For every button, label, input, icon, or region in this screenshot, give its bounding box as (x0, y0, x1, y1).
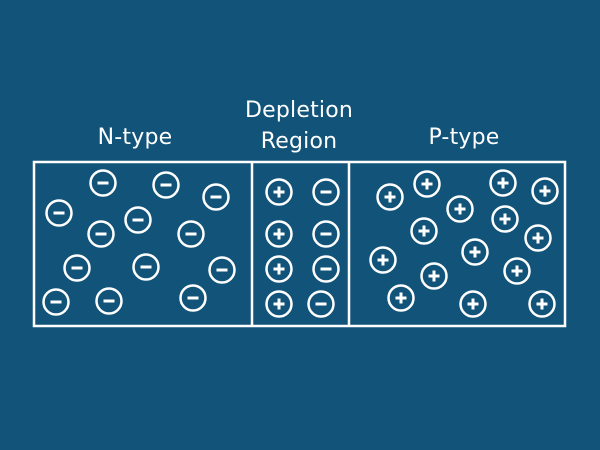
depletion-negative-charge-icon (312, 220, 340, 248)
depletion-positive-charge-icon (265, 178, 293, 206)
n-type-negative-charge-icon (202, 183, 230, 211)
depletion-positive-charge-icon (265, 290, 293, 318)
n-type-negative-charge-icon (42, 288, 70, 316)
p-type-positive-charge-icon (413, 170, 441, 198)
depletion-region-label-line2: Region (260, 129, 338, 154)
charge-layer (42, 169, 559, 318)
p-type-positive-charge-icon (528, 290, 556, 318)
depletion-region-label-line1: Depletion (244, 98, 354, 123)
n-type-negative-charge-icon (132, 253, 160, 281)
p-type-positive-charge-icon (446, 195, 474, 223)
junction-outline (32, 160, 567, 328)
n-type-negative-charge-icon (95, 287, 123, 315)
p-type-positive-charge-icon (420, 262, 448, 290)
p-type-positive-charge-icon (459, 290, 487, 318)
n-type-negative-charge-icon (89, 169, 117, 197)
p-type-positive-charge-icon (387, 284, 415, 312)
n-type-negative-charge-icon (124, 206, 152, 234)
n-type-label: N-type (97, 125, 173, 150)
n-type-negative-charge-icon (45, 199, 73, 227)
depletion-positive-charge-icon (265, 255, 293, 283)
n-type-negative-charge-icon (152, 171, 180, 199)
n-type-negative-charge-icon (87, 220, 115, 248)
depletion-negative-charge-icon (312, 255, 340, 283)
p-type-positive-charge-icon (489, 169, 517, 197)
n-type-negative-charge-icon (177, 220, 205, 248)
n-type-negative-charge-icon (179, 284, 207, 312)
p-type-positive-charge-icon (376, 183, 404, 211)
n-type-negative-charge-icon (63, 254, 91, 282)
n-type-negative-charge-icon (208, 256, 236, 284)
depletion-positive-charge-icon (265, 220, 293, 248)
depletion-negative-charge-icon (312, 178, 340, 206)
p-type-positive-charge-icon (369, 246, 397, 274)
p-type-positive-charge-icon (524, 224, 552, 252)
p-type-positive-charge-icon (461, 238, 489, 266)
depletion-negative-charge-icon (307, 290, 335, 318)
p-type-label: P-type (428, 125, 500, 150)
p-type-positive-charge-icon (531, 177, 559, 205)
p-type-positive-charge-icon (410, 217, 438, 245)
p-type-positive-charge-icon (491, 205, 519, 233)
p-type-positive-charge-icon (503, 257, 531, 285)
